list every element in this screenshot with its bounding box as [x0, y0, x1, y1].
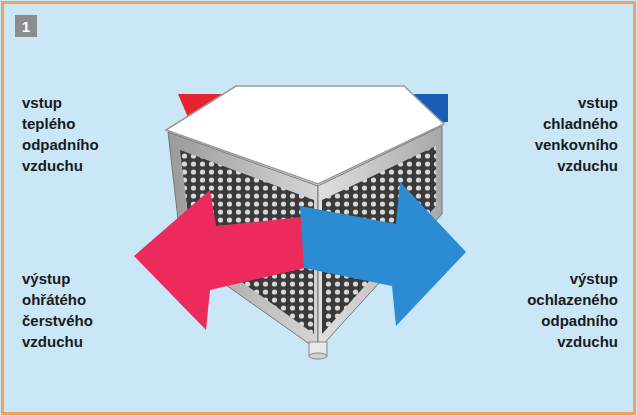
cold-outlet-arrow	[300, 182, 466, 326]
flow-label: vstup chladného venkovního vzduchu	[535, 92, 618, 176]
callout-number-box: 1	[15, 15, 37, 37]
frame	[3, 3, 635, 414]
exchanger-top	[166, 86, 444, 184]
flow-label: výstup ochlazeného odpadního vzduchu	[527, 268, 618, 352]
drain-end	[309, 353, 327, 359]
flow-label: výstup ohřátého čerstvého vzduchu	[22, 268, 93, 352]
flow-label: vstup teplého odpadního vzduchu	[22, 92, 99, 176]
callout-number: 1	[22, 19, 30, 34]
